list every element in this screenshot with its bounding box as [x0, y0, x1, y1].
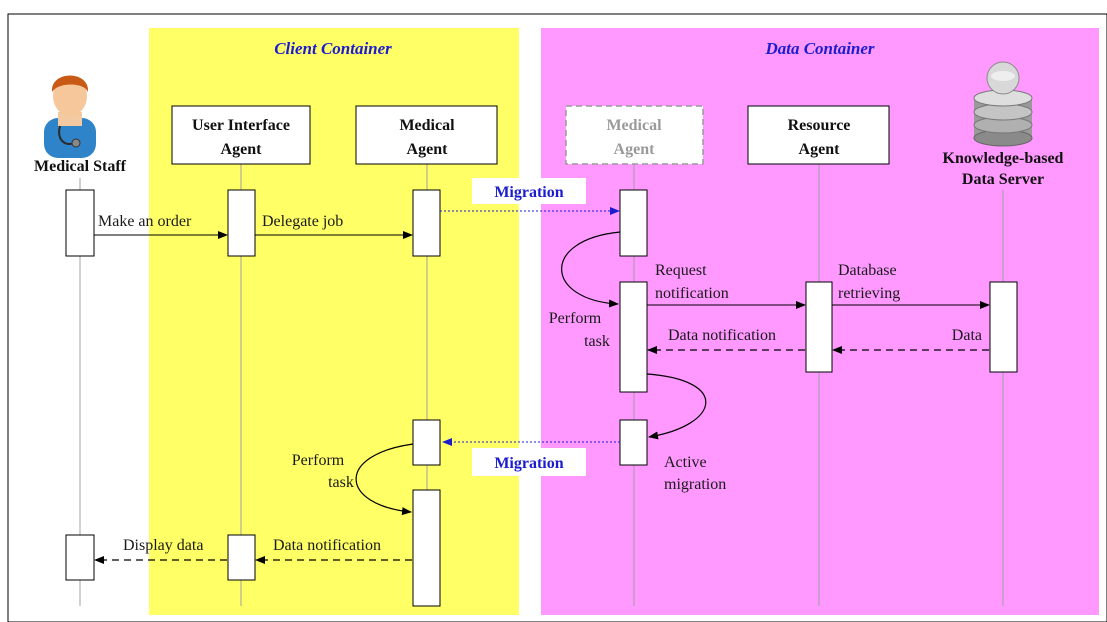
data-server-line2: Data Server	[962, 171, 1044, 188]
activation-ghost-1	[619, 189, 648, 257]
actor-medical-agent: Medical Agent	[355, 105, 498, 165]
medical-agent-line2: Agent	[407, 141, 449, 158]
migration-label-2: Migration	[494, 455, 563, 472]
activation-med-3	[412, 489, 441, 607]
label-make-order: Make an order	[98, 213, 192, 230]
activation-ghost-3	[619, 419, 648, 466]
label-db-2: retrieving	[838, 285, 900, 302]
label-display-data: Display data	[123, 537, 203, 554]
label-request-1: Request	[655, 262, 707, 279]
label-request-2: notification	[655, 285, 729, 302]
activation-ghost-2	[619, 281, 648, 393]
activation-resource	[805, 281, 833, 373]
data-container-title: Data Container	[764, 39, 874, 58]
activation-server	[989, 281, 1018, 373]
label-data-notification-1: Data notification	[668, 327, 776, 344]
migration-label-1: Migration	[494, 184, 563, 201]
medical-agent-ghost-line1: Medical	[606, 117, 662, 134]
activation-bars	[65, 189, 1018, 607]
actor-medical-agent-ghost: Medical Agent	[565, 105, 704, 165]
label-perform-b-2: task	[328, 474, 354, 491]
self-calls	[355, 231, 707, 516]
resource-agent-line1: Resource	[788, 117, 851, 134]
label-active-2: migration	[664, 476, 726, 493]
solid-messages	[94, 231, 990, 309]
medical-agent-line1: Medical	[399, 117, 455, 134]
curve-active-migration	[646, 373, 707, 440]
medical-agent-ghost-line2: Agent	[614, 141, 656, 158]
database-stack-icon	[973, 61, 1033, 147]
ui-agent-line2: Agent	[221, 141, 263, 158]
activation-ui-2	[227, 534, 256, 581]
medical-staff-label: Medical Staff	[34, 158, 127, 175]
data-server-line1: Knowledge-based	[943, 150, 1064, 167]
label-db-1: Database	[838, 262, 897, 279]
label-delegate-job: Delegate job	[262, 213, 343, 230]
label-perform-1: Perform	[549, 310, 602, 327]
client-container-title: Client Container	[274, 39, 392, 58]
ui-agent-line1: User Interface	[192, 117, 290, 134]
label-data-notification-2: Data notification	[273, 537, 381, 554]
activation-med-1	[412, 189, 441, 257]
label-data: Data	[952, 327, 982, 344]
curve-perform-task-2	[355, 443, 414, 516]
curve-perform-task-1	[561, 231, 621, 308]
activation-staff-1	[65, 189, 95, 257]
resource-agent-line2: Agent	[799, 141, 841, 158]
label-active-1: Active	[664, 454, 707, 471]
label-perform-b-1: Perform	[292, 452, 345, 469]
label-perform-2: task	[584, 333, 610, 350]
doctor-icon	[44, 75, 96, 158]
return-messages	[94, 346, 989, 564]
activation-med-2	[412, 419, 441, 466]
actor-resource-agent: Resource Agent	[747, 105, 890, 165]
migration-label-bg-2	[472, 448, 586, 476]
migration-arrows	[440, 207, 620, 446]
migration-label-bg-1	[472, 178, 586, 204]
activation-ui-1	[227, 189, 256, 257]
activation-staff-2	[65, 534, 95, 581]
actor-ui-agent: User Interface Agent	[171, 105, 311, 165]
